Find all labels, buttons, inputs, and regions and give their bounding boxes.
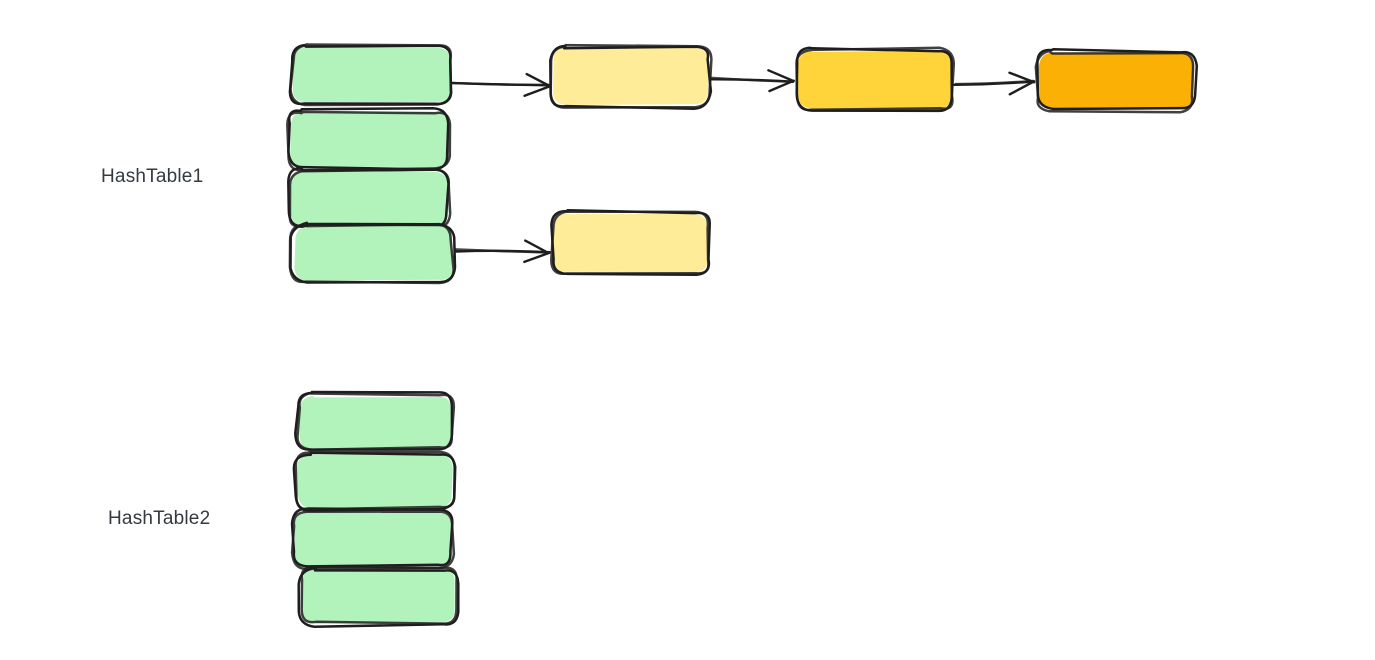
- box-fill: [552, 213, 708, 273]
- box-outline: [300, 565, 458, 625]
- hashtable2-label: HashTable2: [108, 508, 211, 529]
- box-fill: [292, 46, 451, 103]
- box-outline: [1034, 49, 1195, 114]
- box-fill: [1038, 52, 1194, 110]
- arrow-head: [525, 72, 550, 87]
- box-fill: [296, 454, 453, 508]
- ht2-bucket-2[interactable]: [292, 450, 457, 512]
- ht2-bucket-3[interactable]: [290, 507, 456, 571]
- arrow-shaft: [451, 81, 552, 87]
- arrow-head: [524, 239, 550, 255]
- arrow-head: [767, 69, 795, 83]
- arrow-n1b-n1c[interactable]: [952, 71, 1036, 96]
- box-outline: [289, 43, 453, 107]
- arrow-head: [768, 79, 795, 93]
- arrow-b4-n4a[interactable]: [454, 239, 551, 264]
- box-fill: [294, 511, 453, 566]
- box-outline: [549, 43, 713, 109]
- box-outline: [795, 46, 956, 112]
- box-outline: [550, 210, 710, 276]
- ht1-node-1b[interactable]: [795, 46, 956, 113]
- hashtable1-label: HashTable1: [101, 166, 204, 187]
- box-fill: [290, 111, 449, 167]
- arrow-b1-n1a[interactable]: [450, 72, 552, 97]
- box-fill: [797, 50, 952, 110]
- ht1-bucket-4[interactable]: [288, 221, 457, 285]
- box-outline: [296, 391, 456, 451]
- arrow-shaft: [454, 248, 550, 254]
- ht2-bucket-4[interactable]: [297, 565, 460, 629]
- arrow-head: [523, 85, 551, 97]
- box-fill: [299, 395, 452, 449]
- arrow-head: [1008, 80, 1035, 96]
- box-fill: [290, 170, 449, 227]
- ht1-node-1a[interactable]: [549, 43, 713, 110]
- arrow-head: [523, 251, 551, 264]
- arrow-n1a-n1b[interactable]: [709, 69, 795, 93]
- ht1-node-1c[interactable]: [1034, 48, 1199, 114]
- box-outline: [288, 222, 455, 285]
- ht1-bucket-2[interactable]: [286, 106, 452, 172]
- arrow-shaft: [709, 76, 794, 83]
- arrow-head: [1008, 71, 1036, 84]
- ht1-bucket-1[interactable]: [288, 43, 453, 107]
- box-fill: [552, 46, 710, 105]
- arrow-shaft: [954, 79, 1035, 86]
- box-fill: [301, 569, 455, 624]
- box-outline: [1036, 48, 1199, 111]
- ht1-node-4a[interactable]: [550, 208, 711, 276]
- box-fill: [294, 225, 453, 281]
- ht2-bucket-1[interactable]: [294, 390, 456, 451]
- shapes-layer: [286, 43, 1199, 629]
- ht1-bucket-3[interactable]: [287, 167, 452, 229]
